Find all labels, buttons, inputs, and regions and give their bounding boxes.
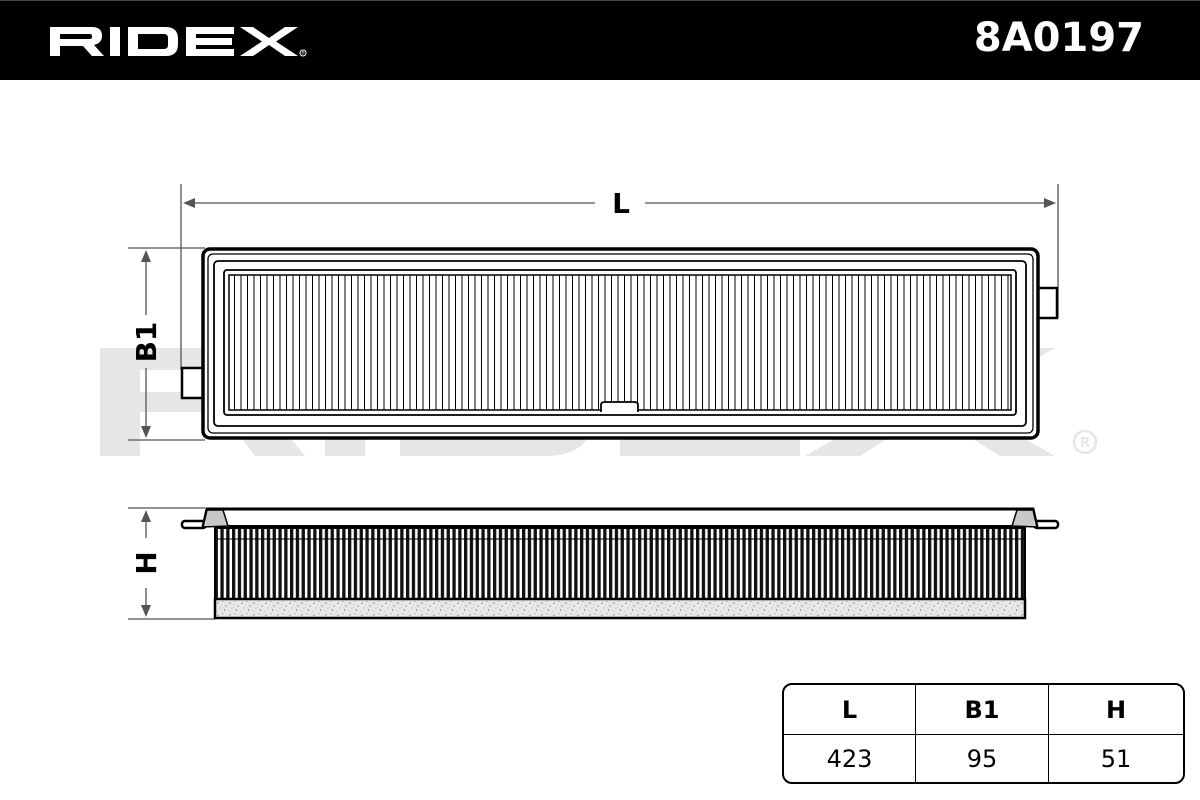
ridex-logo: ® [50,27,307,57]
value-length: 423 [784,735,916,782]
svg-text:®: ® [301,51,305,56]
header-bar: ® 8A0197 [0,0,1200,80]
width-label: B1 [130,322,163,363]
height-dimension [128,507,215,620]
length-label: L [612,187,630,220]
svg-text:R: R [1080,436,1090,451]
filter-top-view [180,247,1059,440]
header-length: L [784,685,916,735]
header-height: H [1049,685,1183,735]
technical-drawing: R L B1 [100,184,1098,620]
dimensions-table: L B1 H 423 95 51 [782,683,1185,784]
width-dimension [128,247,205,441]
height-label: H [130,551,163,574]
filter-side-view [180,507,1060,620]
part-number: 8A0197 [973,15,1144,61]
value-height: 51 [1100,744,1132,773]
header-width: B1 [916,685,1049,735]
value-width: 95 [916,735,1049,782]
